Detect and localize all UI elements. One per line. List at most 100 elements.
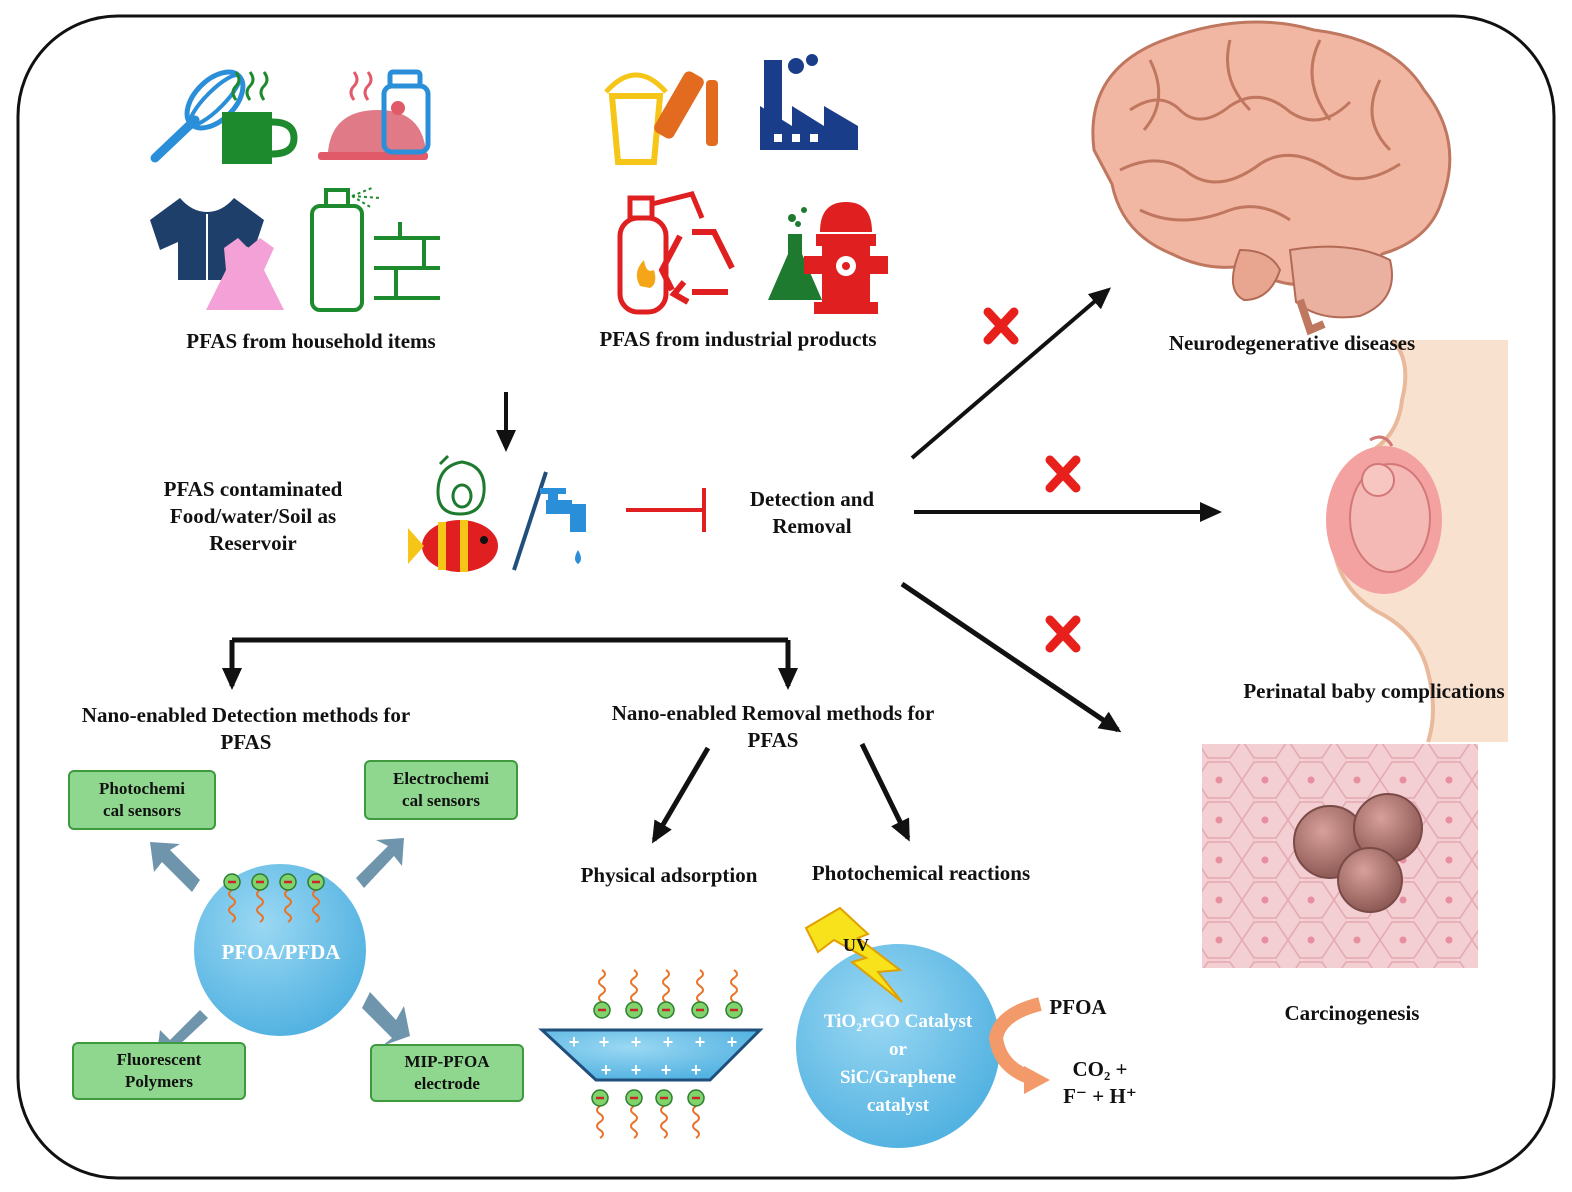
avocado-icon xyxy=(436,454,486,516)
catalyst-line-4: catalyst xyxy=(866,1095,930,1116)
branch-connector xyxy=(222,637,798,690)
plus-charge-icon: + xyxy=(695,1032,706,1052)
uv-label: UV xyxy=(843,935,869,955)
mip-pfoa-electrode-box: MIP-PFOA electrode xyxy=(370,1044,524,1102)
box-line: Photochemi xyxy=(99,779,185,798)
box-line: Electrochemi xyxy=(393,769,489,788)
divider-slash xyxy=(512,471,548,571)
dress-icon xyxy=(206,238,284,310)
pfoa-label: PFOA xyxy=(1049,995,1107,1019)
photochemical-sensors-box: Photochemi cal sensors xyxy=(68,770,216,830)
products-line-2: F⁻ + H⁺ xyxy=(1063,1084,1137,1108)
molecule-icon xyxy=(625,969,643,1019)
uv-bolt-icon xyxy=(804,906,903,1003)
fish-icon xyxy=(408,520,498,572)
blue-arrow-icon xyxy=(356,838,404,888)
box-line: cal sensors xyxy=(402,791,480,810)
removal-title-line-2: PFAS xyxy=(747,728,799,752)
brain-icon xyxy=(1091,20,1452,336)
molecule-icon xyxy=(691,969,709,1019)
molecule-icon xyxy=(593,969,611,1019)
water-tap-icon xyxy=(540,488,586,564)
plus-charge-icon: + xyxy=(691,1060,702,1080)
diagram-frame xyxy=(16,14,1556,1180)
industrial-label: PFAS from industrial products xyxy=(599,327,877,351)
photochemical-reactions-label: Photochemical reactions xyxy=(811,861,1031,885)
reservoir-line-3: Reservoir xyxy=(209,531,297,555)
detection-removal-label: Detection and Removal xyxy=(730,486,894,540)
reaction-arrow xyxy=(988,997,1050,1094)
reservoir-label: PFAS contaminated Food/water/Soil as Res… xyxy=(140,476,366,557)
plus-charge-icon: + xyxy=(631,1032,642,1052)
plus-charge-icon: + xyxy=(599,1032,610,1052)
detection-title-line-1: Nano-enabled Detection methods for xyxy=(81,703,411,727)
catalyst-label: TiO₂rGO Catalyst or SiC/Graphene catalys… xyxy=(800,1008,996,1120)
detection-title-line-2: PFAS xyxy=(220,730,272,754)
molecule-icon xyxy=(279,873,297,923)
plus-charge-icon: + xyxy=(631,1060,642,1080)
flask-icon xyxy=(768,207,822,300)
plus-charge-icon: + xyxy=(569,1032,580,1052)
neuro-label: Neurodegenerative diseases xyxy=(1168,331,1416,355)
plus-charge-icon: + xyxy=(663,1032,674,1052)
tissue-image xyxy=(1202,744,1478,968)
physical-adsorption-label: Physical adsorption xyxy=(580,863,758,887)
cross-icon xyxy=(983,307,1019,345)
removal-methods-title: Nano-enabled Removal methods for PFAS xyxy=(576,700,970,754)
detection-removal-line-1: Detection and xyxy=(749,487,875,511)
cross-icon xyxy=(1045,455,1081,493)
detection-methods-title: Nano-enabled Detection methods for PFAS xyxy=(40,702,452,756)
cross-icon xyxy=(1045,615,1081,653)
molecule-group xyxy=(223,873,325,923)
products-label: CO₂ + F⁻ + H⁺ xyxy=(1056,1056,1144,1110)
spray-can-icon xyxy=(310,187,381,312)
fire-hydrant-icon xyxy=(804,202,888,314)
arrow-to-physical xyxy=(651,746,711,844)
carcinogenesis-label: Carcinogenesis xyxy=(1284,1001,1420,1025)
catalyst-line-1: TiO₂rGO Catalyst xyxy=(823,1011,973,1032)
pregnancy-icon xyxy=(1326,338,1508,743)
box-line: electrode xyxy=(414,1074,480,1093)
adsorption-filter: + + + + + + + + + + xyxy=(538,969,764,1139)
molecule-icon xyxy=(687,1089,705,1139)
mug-icon xyxy=(222,71,298,164)
box-line: cal sensors xyxy=(103,801,181,820)
fire-extinguisher-icon xyxy=(617,191,705,315)
detection-removal-line-2: Removal xyxy=(772,514,852,538)
bottle-icon xyxy=(381,69,431,155)
blue-arrow-icon xyxy=(150,842,200,892)
box-line: MIP-PFOA xyxy=(404,1052,490,1071)
blue-arrow-icon xyxy=(362,992,410,1046)
catalyst-circle xyxy=(796,944,1000,1148)
molecule-icon xyxy=(657,969,675,1019)
arrow-to-carcinogenesis xyxy=(900,581,1122,733)
molecule-icon xyxy=(725,969,743,1019)
factory-icon xyxy=(760,54,858,150)
household-label: PFAS from household items xyxy=(186,329,436,353)
perinatal-label: Perinatal baby complications xyxy=(1243,679,1505,703)
reservoir-line-2: Food/water/Soil as xyxy=(169,504,337,528)
brick-wall-icon xyxy=(374,222,440,300)
molecule-icon xyxy=(655,1089,673,1139)
molecule-icon xyxy=(625,1089,643,1139)
catalyst-line-3: SiC/Graphene xyxy=(839,1067,957,1088)
box-line: Polymers xyxy=(125,1072,193,1091)
recycle-icon xyxy=(658,229,735,305)
removal-title-line-1: Nano-enabled Removal methods for xyxy=(611,701,935,725)
reservoir-line-1: PFAS contaminated xyxy=(163,477,343,501)
molecule-icon xyxy=(307,873,325,923)
products-line-1: CO₂ + xyxy=(1072,1057,1128,1081)
box-line: Fluorescent xyxy=(116,1050,202,1069)
pfoa-pfda-circle xyxy=(194,864,366,1036)
electrochemical-sensors-box: Electrochemi cal sensors xyxy=(364,760,518,820)
plus-charge-icon: + xyxy=(601,1060,612,1080)
molecule-icon xyxy=(591,1089,609,1139)
arrow-to-neuro xyxy=(910,287,1112,460)
plus-charge-icon: + xyxy=(661,1060,672,1080)
catalyst-line-2: or xyxy=(889,1039,907,1060)
plus-charge-icon: + xyxy=(727,1032,738,1052)
arrow-to-photochemical xyxy=(859,742,911,842)
molecule-icon xyxy=(223,873,241,923)
